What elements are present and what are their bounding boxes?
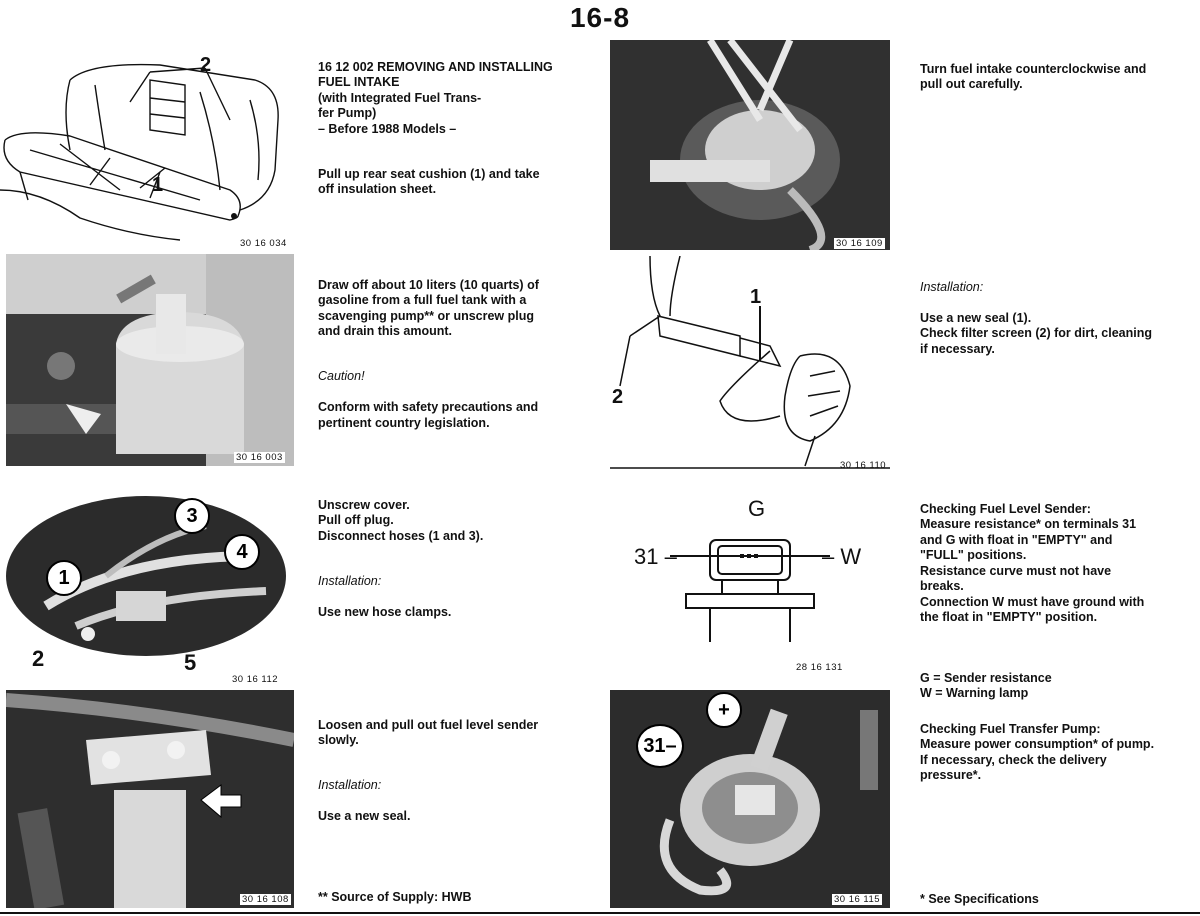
page-bottom-rule <box>0 912 1200 914</box>
cover-callout-2: 2 <box>32 646 45 671</box>
step-new-seal: Installation: Use a new seal (1). Check … <box>920 264 1190 357</box>
installation-text: Use a new seal. <box>318 809 411 823</box>
step-removing-installing: 16 12 002 REMOVING AND INSTALLING FUEL I… <box>318 44 598 198</box>
caution-label: Caution! <box>318 369 365 383</box>
connector-figure-code: 28 16 131 <box>796 662 843 673</box>
tank-photo: 30 16 003 <box>6 254 294 466</box>
installation-text: Use new hose clamps. <box>318 604 452 619</box>
transfer-figure-code: 30 16 115 <box>832 894 883 905</box>
specifications-footnote: * See Specifications <box>920 892 1039 906</box>
intake-photo: 30 16 109 <box>610 40 890 250</box>
section-heading: 16 12 002 REMOVING AND INSTALLING FUEL I… <box>318 59 553 136</box>
connector-label-31: 31 – <box>634 544 677 569</box>
connector-label-w: – W <box>822 544 862 569</box>
pump-illustration: 1 2 30 16 110 <box>610 256 890 472</box>
pump-figure-code: 30 16 110 <box>840 460 887 471</box>
step-2-body: Draw off about 10 liters (10 quarts) of … <box>318 277 539 339</box>
step-check-sender: Checking Fuel Level Sender: Measure resi… <box>920 486 1190 702</box>
transfer-pump-photo: + 31– 30 16 115 <box>610 690 890 908</box>
check-sender-heading: Checking Fuel Level Sender: <box>920 501 1091 516</box>
seat-illustration: 2 1 30 16 034 <box>0 40 300 250</box>
sender-photo: 30 16 108 <box>6 690 294 908</box>
step-unscrew-cover: Unscrew cover. Pull off plug. Disconnect… <box>318 482 598 620</box>
transfer-callout-31: 31– <box>636 724 684 768</box>
connector-label-g: G <box>748 496 766 521</box>
cover-callout-4: 4 <box>224 534 260 570</box>
step-check-pump: Checking Fuel Transfer Pump: Measure pow… <box>920 706 1190 799</box>
check-pump-body: Measure power consumption* of pump. If n… <box>920 737 1155 782</box>
cover-callout-1: 1 <box>46 560 82 596</box>
seat-callout-2: 2 <box>200 54 212 76</box>
cover-photo: 3 4 1 2 5 30 16 112 <box>6 496 294 688</box>
pump-callout-2: 2 <box>612 386 624 408</box>
transfer-callout-plus: + <box>706 692 742 728</box>
step-pull-sender: Loosen and pull out fuel level sender sl… <box>318 702 598 825</box>
pump-callout-1: 1 <box>750 286 762 308</box>
connector-diagram: G 31 – – W 28 16 131 <box>610 492 890 678</box>
intake-figure-code: 30 16 109 <box>834 238 885 249</box>
step-drain-fuel: Draw off about 10 liters (10 quarts) of … <box>318 262 598 431</box>
check-sender-body: Measure resistance* on terminals 31 and … <box>920 517 1145 624</box>
step-turn-intake: Turn fuel intake counterclockwise and pu… <box>920 46 1190 93</box>
installation-label: Installation: <box>318 573 382 588</box>
cover-callout-3: 3 <box>174 498 210 534</box>
installation-label: Installation: <box>318 778 382 792</box>
step-4-body: Loosen and pull out fuel level sender sl… <box>318 717 539 748</box>
installation-label: Installation: <box>920 279 984 294</box>
step-5-body: Turn fuel intake counterclockwise and pu… <box>920 61 1147 92</box>
legend-text: G = Sender resistance W = Warning lamp <box>920 670 1052 701</box>
step-3-body: Unscrew cover. Pull off plug. Disconnect… <box>318 497 484 543</box>
seat-figure-code: 30 16 034 <box>240 238 287 249</box>
sender-figure-code: 30 16 108 <box>240 894 291 905</box>
page-number: 16-8 <box>569 2 631 33</box>
seat-callout-1: 1 <box>152 174 164 196</box>
check-pump-heading: Checking Fuel Transfer Pump: <box>920 721 1101 736</box>
tank-figure-code: 30 16 003 <box>234 452 285 463</box>
step-6-body: Use a new seal (1). Check filter screen … <box>920 310 1153 356</box>
cover-callout-5: 5 <box>184 650 197 675</box>
caution-text: Conform with safety precautions and pert… <box>318 400 539 430</box>
supply-footnote: ** Source of Supply: HWB <box>318 890 472 904</box>
step-1-body: Pull up rear seat cushion (1) and take o… <box>318 166 540 197</box>
cover-figure-code: 30 16 112 <box>232 674 279 685</box>
